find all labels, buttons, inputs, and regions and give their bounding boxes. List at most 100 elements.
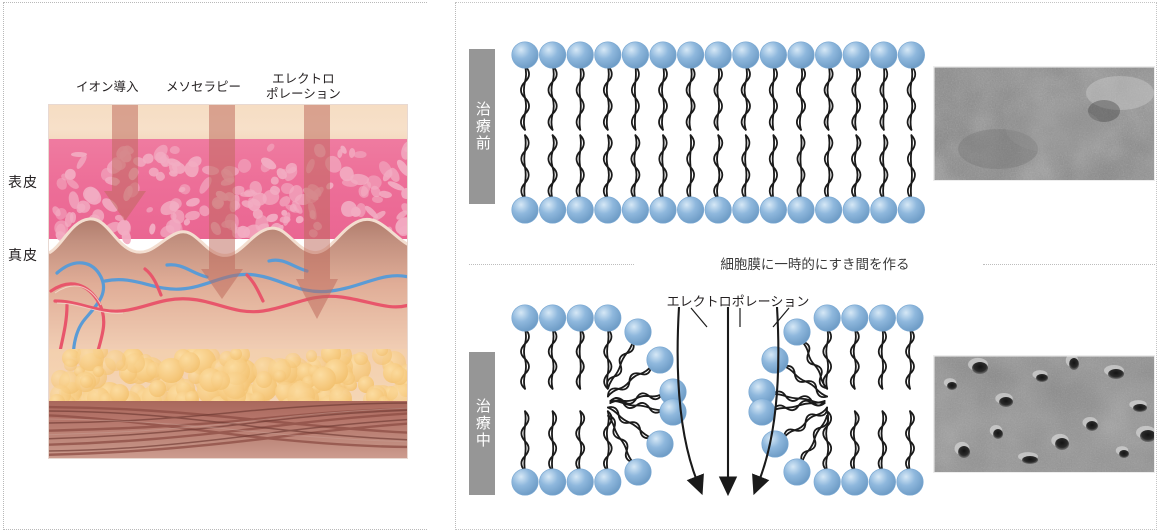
flow-arrow-right (752, 306, 780, 496)
lipid-tail (633, 134, 641, 201)
skin-cross-section-panel: 表皮 真皮 イオン導入 メソセラピー エレクトロ ポレーション (0, 0, 430, 532)
lipid-head (870, 41, 898, 69)
lipid-tail (578, 134, 585, 201)
lipid-tail (578, 410, 586, 473)
left-panel-frame (3, 2, 427, 530)
penetration-arrow-mesotherapy (201, 105, 243, 299)
lipid-tail (783, 406, 828, 439)
lipid-head (511, 41, 539, 69)
lipid-tail (609, 397, 664, 412)
micrograph-pore (999, 397, 1013, 407)
lipid-tail (909, 134, 916, 201)
lipid-tail (607, 406, 652, 439)
lipid-tail (575, 327, 582, 390)
lipid-tail (658, 64, 665, 131)
lipid-head (783, 458, 811, 486)
arrow-shaft (209, 105, 235, 269)
lipid-tail (661, 134, 668, 201)
lipid-tail (799, 134, 806, 201)
lipid-head (897, 196, 925, 224)
lipid-tail (825, 410, 833, 473)
lipid-head (677, 196, 705, 224)
micrograph-before-image (934, 67, 1154, 180)
lipid-tail (602, 64, 610, 131)
lipid-head (896, 468, 924, 496)
lipid-tail (550, 134, 558, 201)
lipid-head (868, 468, 896, 496)
micrograph-before-treatment (933, 66, 1155, 181)
lipid-head (815, 196, 843, 224)
lipid-head (841, 304, 869, 332)
lipid-tail (854, 134, 862, 201)
micrograph-pore (958, 446, 970, 458)
lipid-head (704, 196, 732, 224)
lipid-head (539, 304, 567, 332)
lipid-head (813, 304, 841, 332)
penetration-arrow-electroporation (296, 105, 338, 319)
lipid-tail (906, 64, 914, 131)
lipid-tail (851, 64, 859, 131)
lipid-head (539, 468, 567, 496)
micrograph-pore (1086, 421, 1098, 431)
lipid-tail (880, 410, 888, 473)
lipid-tail (547, 327, 555, 390)
lipid-tail (744, 134, 751, 201)
micrograph-pore (1108, 369, 1124, 379)
lipid-tail (606, 340, 634, 390)
micrograph-pore (1036, 374, 1048, 382)
lipid-head (566, 41, 594, 69)
stage-label-during-treatment: 治療中 (469, 352, 495, 495)
lipid-head (566, 468, 594, 496)
lipid-head (511, 196, 539, 224)
lipid-head (897, 41, 925, 69)
lipid-tail (771, 134, 778, 201)
lipid-tail (801, 340, 828, 390)
lipid-tail (547, 64, 555, 131)
lipid-tail (879, 64, 886, 131)
lipid-head (896, 304, 924, 332)
arrow-head (296, 279, 338, 319)
epidermis-cell-texture (49, 139, 407, 251)
lipid-head (759, 196, 787, 224)
lipid-tail (740, 64, 748, 131)
micrograph-pore (972, 362, 988, 374)
electroporation-arrow-caption: エレクトロポレーション (666, 294, 810, 309)
lipid-head (841, 468, 869, 496)
lipid-tail (801, 414, 829, 464)
layer-muscle (49, 401, 407, 458)
lipid-tail (877, 327, 884, 390)
lipid-tail (685, 64, 693, 131)
vessel-highlights (54, 285, 124, 314)
treatment-label-electroporation: エレクトロ ポレーション (266, 72, 341, 102)
treatment-label-mesotherapy: メソセラピー (166, 80, 242, 94)
treatment-label-electroporation-line2: ポレーション (266, 86, 341, 101)
lipid-tail (823, 64, 831, 131)
lipid-head (842, 41, 870, 69)
lipid-head (566, 196, 594, 224)
lipid-head (539, 196, 567, 224)
separator-line-left (469, 264, 634, 265)
lipid-tail (607, 414, 634, 464)
lipid-head (842, 196, 870, 224)
lipid-head (815, 41, 843, 69)
lipid-tail (523, 410, 530, 473)
micrograph-pore (1133, 404, 1147, 412)
right-panel-frame (455, 2, 1157, 530)
lipid-head (761, 346, 789, 374)
muscle-fiber-strokes (49, 402, 407, 456)
lipid-head (732, 41, 760, 69)
arrow-head (104, 191, 146, 221)
lipid-head (594, 196, 622, 224)
micrograph-pore (1140, 430, 1154, 442)
lipid-tail (607, 365, 652, 398)
lipid-tail (716, 134, 724, 201)
lipid-head (704, 41, 732, 69)
lipid-head (783, 318, 811, 346)
micrograph-pore (1055, 438, 1069, 450)
lipid-head (511, 304, 539, 332)
membrane-gap-caption: 細胞膜に一時的にすき間を作る (720, 257, 910, 272)
micrograph-pore (993, 429, 1003, 439)
lipid-head (624, 318, 652, 346)
lipid-head (649, 41, 677, 69)
lipid-tail (882, 134, 889, 201)
